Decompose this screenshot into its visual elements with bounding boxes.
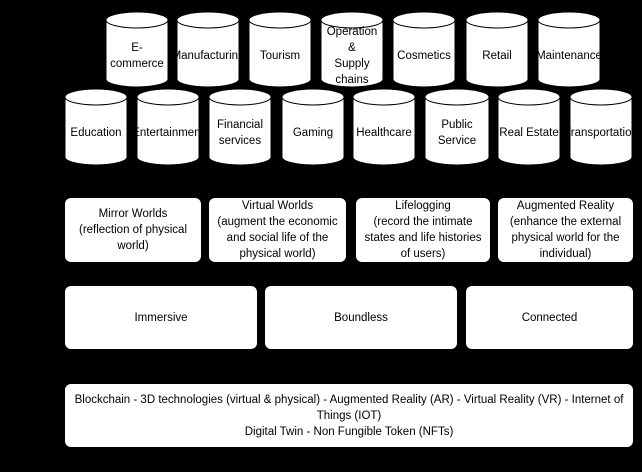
sector-cylinder-financial-services: Financial services: [208, 88, 272, 166]
sector-cylinder-transportation: Transportation: [564, 88, 638, 166]
cylinder-shape: [569, 88, 633, 166]
sector-label: Financial services: [216, 119, 264, 147]
cylinder-shape: [537, 11, 601, 88]
sector-cylinder-maintenance: Maintenance: [536, 11, 602, 88]
sector-label: Manufacturing: [171, 49, 245, 62]
sector-cylinder-ecommerce: E-commerce: [105, 11, 169, 88]
sector-label: Public Service: [437, 119, 477, 147]
world-title: Augmented Reality: [516, 200, 615, 212]
mirror-worlds-box: Mirror Worlds (reflection of physical wo…: [65, 198, 201, 262]
world-title: Lifelogging: [395, 200, 451, 212]
sector-label: Gaming: [292, 127, 334, 139]
characteristic-label: Immersive: [134, 311, 188, 324]
sector-label: Transportation: [564, 127, 638, 139]
cylinder-shape: [497, 88, 561, 166]
sector-cylinder-retail: Retail: [465, 11, 529, 88]
cylinder-shape: [64, 88, 128, 166]
boundless-box: Boundless: [265, 286, 457, 349]
cylinder-shape: [352, 88, 416, 166]
sector-label: Operation & Supply chains: [326, 25, 378, 86]
characteristic-label: Boundless: [334, 311, 388, 324]
connected-box: Connected: [466, 286, 633, 349]
sector-cylinder-public-service: Public Service: [424, 88, 490, 166]
sector-label: Real Estate: [499, 127, 559, 139]
sector-cylinder-manufacturing: Manufacturing: [171, 11, 245, 88]
sector-cylinder-real-estate: Real Estate: [497, 88, 561, 166]
world-title: Virtual Worlds: [241, 200, 314, 212]
sector-cylinder-operation-supply-chains: Operation & Supply chains: [320, 11, 384, 88]
cylinder-shape: [208, 88, 272, 166]
world-title: Mirror Worlds: [98, 208, 168, 220]
virtual-worlds-box: Virtual Worlds (augment the economic and…: [209, 198, 346, 262]
cylinder-shape: [281, 88, 345, 166]
world-description: (reflection of physical world): [78, 224, 188, 252]
technologies-box: Blockchain - 3D technologies (virtual & …: [65, 384, 633, 447]
sector-cylinder-cosmetics: Cosmetics: [392, 11, 456, 88]
sector-cylinder-healthcare: Healthcare: [352, 88, 416, 166]
sector-label: Retail: [482, 49, 512, 62]
cylinder-shape: [392, 11, 456, 88]
sector-label: Entertainment: [132, 127, 204, 139]
world-description: (record the intimate states and life his…: [364, 216, 482, 260]
lifelogging-box: Lifelogging (record the intimate states …: [356, 198, 490, 262]
immersive-box: Immersive: [65, 286, 257, 349]
cylinder-shape: [320, 11, 384, 88]
cylinder-shape: [136, 88, 200, 166]
cylinder-shape: [248, 11, 312, 88]
augmented-reality-box: Augmented Reality (enhance the external …: [498, 198, 633, 262]
cylinder-shape: [465, 11, 529, 88]
sector-label: Cosmetics: [397, 49, 451, 62]
sector-cylinder-entertainment: Entertainment: [132, 88, 204, 166]
sector-cylinder-education: Education: [64, 88, 128, 166]
sector-label: Tourism: [259, 49, 301, 62]
cylinder-shape: [105, 11, 169, 88]
cylinder-shape: [176, 11, 240, 88]
sector-cylinder-tourism: Tourism: [248, 11, 312, 88]
sector-label: Maintenance: [536, 49, 602, 62]
sector-label: Healthcare: [356, 127, 412, 139]
sector-label: E-commerce: [110, 41, 164, 70]
technologies-line-1: Blockchain - 3D technologies (virtual & …: [74, 393, 624, 422]
sector-label: Education: [70, 127, 122, 139]
cylinder-shape: [424, 88, 490, 166]
technologies-line-2: Digital Twin - Non Fungible Token (NFTs): [244, 425, 454, 438]
world-description: (augment the economic and social life of…: [217, 216, 338, 260]
sector-cylinder-gaming: Gaming: [281, 88, 345, 166]
characteristic-label: Connected: [521, 311, 578, 324]
world-description: (enhance the external physical world for…: [509, 216, 622, 260]
